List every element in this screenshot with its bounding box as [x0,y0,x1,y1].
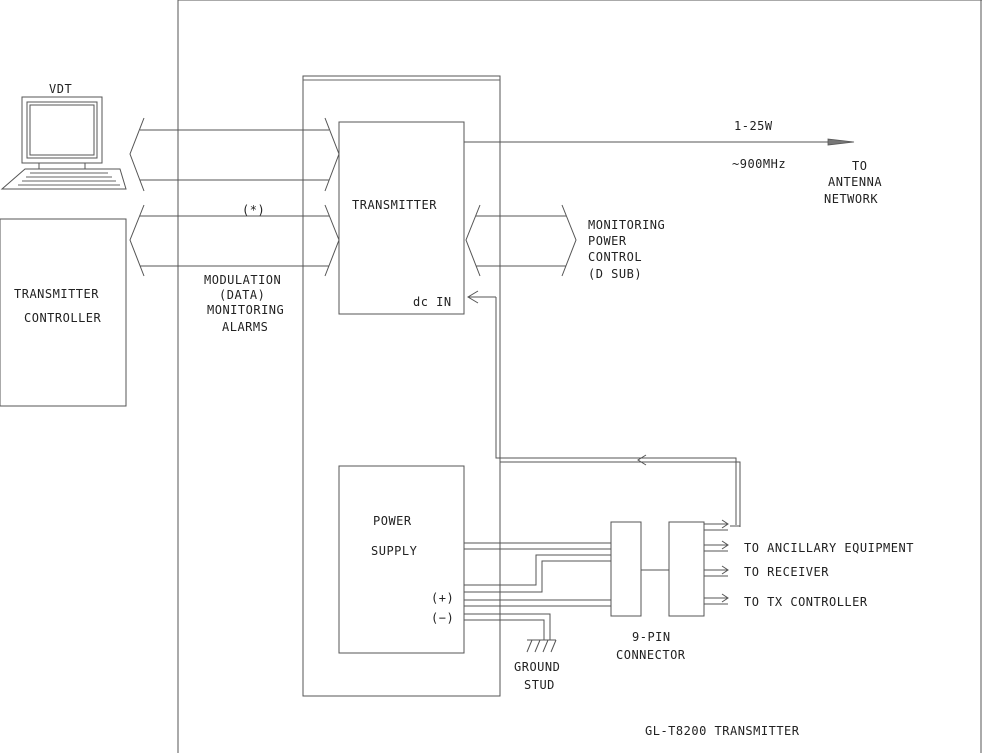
monitoring-bus-arrow [466,205,576,276]
monitoring-right-line1: MONITORING [588,218,665,232]
power-output-lines [464,543,611,640]
vdt-terminal-icon [2,97,126,189]
chassis-outline [303,76,500,696]
enclosure-border [178,0,982,753]
supply-label: SUPPLY [371,544,418,558]
data-label: (DATA) [219,288,265,302]
modulation-label: MODULATION [204,273,281,287]
star-label: (*) [242,203,265,217]
transmitter-label: TRANSMITTER [352,198,437,212]
to-ancillary-label: TO ANCILLARY EQUIPMENT [744,541,914,555]
connector-label-line1: 9-PIN [632,630,671,644]
controller-label-line2: CONTROLLER [24,311,102,325]
connector-output-arrows [704,520,728,604]
controller-bus-arrow [130,205,339,276]
plus-label: (+) [431,591,454,605]
connector-block-left [611,522,641,616]
power-label: POWER [373,514,412,528]
dc-in-label: dc IN [413,295,452,309]
alarms-label: ALARMS [222,320,268,334]
rf-output-arrow [464,139,854,145]
minus-label: (−) [431,611,454,625]
monitoring-right-line2: POWER [588,234,627,248]
to-antenna-line3: NETWORK [824,192,878,206]
transmitter-box [339,122,464,314]
monitoring-right-line3: CONTROL [588,250,642,264]
to-antenna-line1: TO [852,159,867,173]
connector-label-line2: CONNECTOR [616,648,686,662]
to-tx-controller-label: TO TX CONTROLLER [744,595,868,609]
vdt-bus-arrow [130,118,339,191]
connector-block-right [669,522,704,616]
to-receiver-label: TO RECEIVER [744,565,829,579]
ground-stud-icon [527,640,556,652]
monitoring-left-label: MONITORING [207,303,284,317]
dc-feed-line [468,291,740,527]
monitoring-right-line4: (D SUB) [588,267,642,281]
controller-label-line1: TRANSMITTER [14,287,99,301]
diagram-caption: GL-T8200 TRANSMITTER [645,724,800,738]
frequency-label: ~900MHz [732,157,786,171]
to-antenna-line2: ANTENNA [828,175,882,189]
ground-label-line1: GROUND [514,660,560,674]
power-output-label: 1-25W [734,119,773,133]
vdt-label: VDT [49,82,72,96]
ground-label-line2: STUD [524,678,555,692]
